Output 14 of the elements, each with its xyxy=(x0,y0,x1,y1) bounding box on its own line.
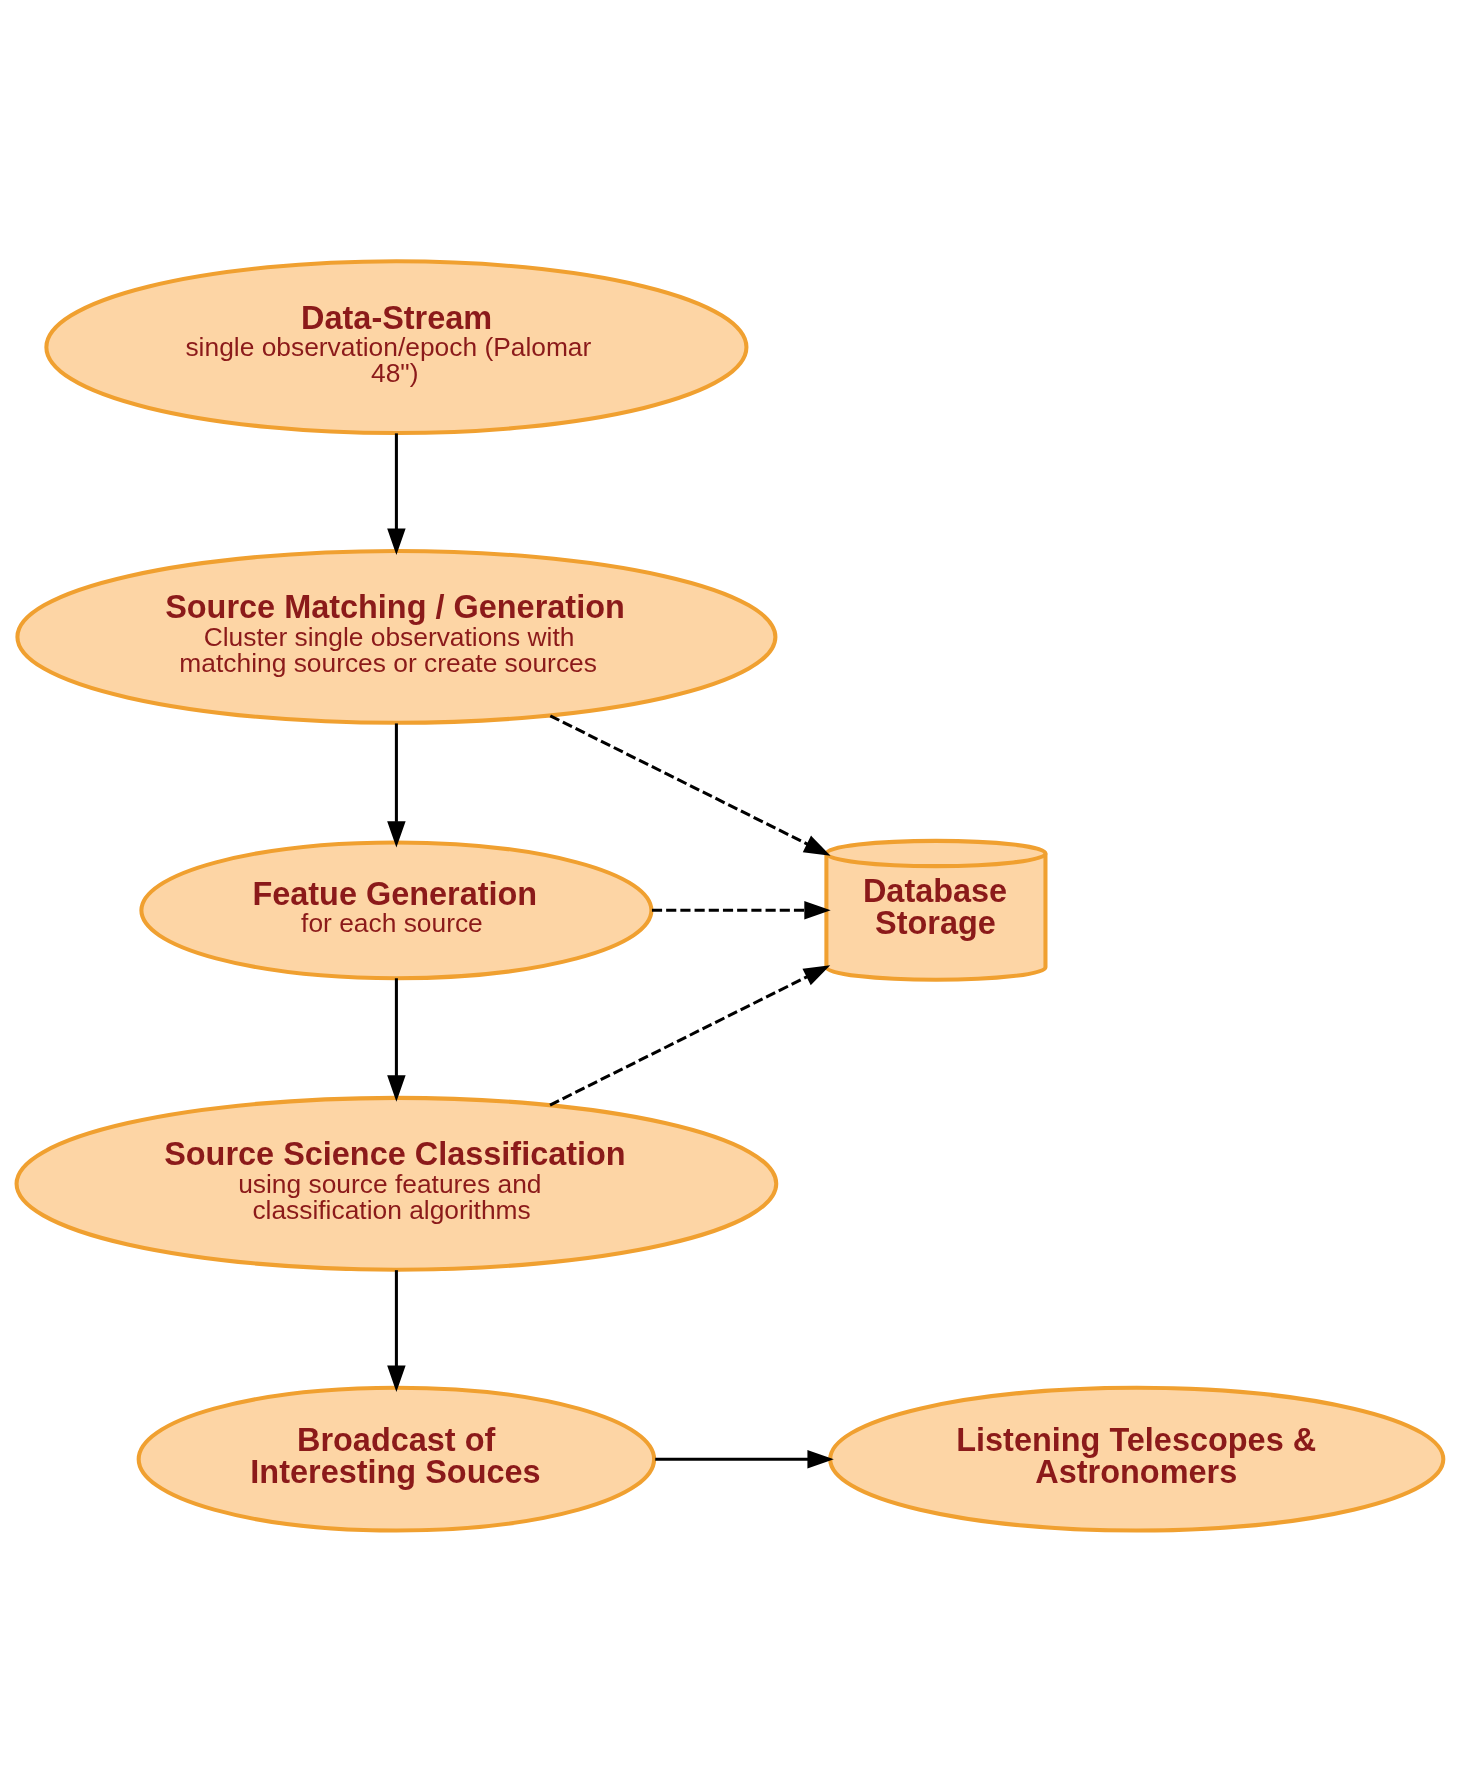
arrow xyxy=(387,1269,406,1392)
node-ellipse: Source Science Classification using source features and classification algorithms xyxy=(14,1095,779,1272)
arrow xyxy=(549,964,831,1106)
node-ellipse: Data-Stream single observation/epoch (Palomar 48") xyxy=(44,258,749,435)
arrow xyxy=(387,722,406,848)
node-ellipse: Listening Telescopes & Astronomers xyxy=(828,1385,1446,1533)
arrow xyxy=(387,432,406,555)
arrow xyxy=(651,900,831,920)
node-ellipse: Source Matching / Generation Cluster single observations with matching sources or create sources xyxy=(15,548,778,725)
arrow xyxy=(549,713,831,856)
node-ellipse: Featue Generation for each source xyxy=(139,839,654,980)
arrow xyxy=(387,977,406,1102)
node-ellipse: Broadcast of Interesting Souces xyxy=(136,1385,657,1533)
arrow xyxy=(655,1449,834,1468)
